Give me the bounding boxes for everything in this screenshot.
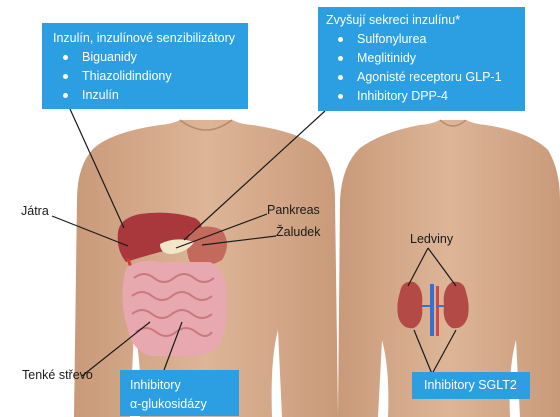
insulin-drug-list: Biguanidy Thiazolidindiony Inzulín <box>53 48 248 105</box>
secretion-box-title: Zvyšují sekreci inzulínu* <box>326 11 525 30</box>
stomach-label: Žaludek <box>276 225 320 239</box>
sglt2-box: Inhibitory SGLT2 <box>412 372 530 399</box>
list-item: Agonisté receptoru GLP-1 <box>326 68 525 87</box>
list-item: Meglitinidy <box>326 49 525 68</box>
list-item: Thiazolidindiony <box>53 67 248 86</box>
secretion-drug-list: Sulfonylurea Meglitinidy Agonisté recept… <box>326 30 525 106</box>
insulin-box-title: Inzulín, inzulínové senzibilizátory <box>53 29 248 48</box>
glucosidase-line-1: Inhibitory <box>130 376 239 395</box>
liver-label: Játra <box>21 204 49 218</box>
kidneys-label: Ledviny <box>410 232 453 246</box>
sglt2-label: Inhibitory SGLT2 <box>424 378 517 392</box>
glucosidase-line-2: α-glukosidázy <box>130 395 239 414</box>
list-item: Sulfonylurea <box>326 30 525 49</box>
small-intestine-label: Tenké střevo <box>22 368 93 382</box>
alpha-glucosidase-box: Inhibitory α-glukosidázy <box>120 370 239 416</box>
insulin-sensitizers-box: Inzulín, inzulínové senzibilizátory Bigu… <box>42 23 248 109</box>
kidneys <box>397 282 468 336</box>
list-item: Inhibitory DPP-4 <box>326 87 525 106</box>
list-item: Inzulín <box>53 86 248 105</box>
pancreas-label: Pankreas <box>267 203 320 217</box>
insulin-secretion-box: Zvyšují sekreci inzulínu* Sulfonylurea M… <box>318 7 525 111</box>
list-item: Biguanidy <box>53 48 248 67</box>
